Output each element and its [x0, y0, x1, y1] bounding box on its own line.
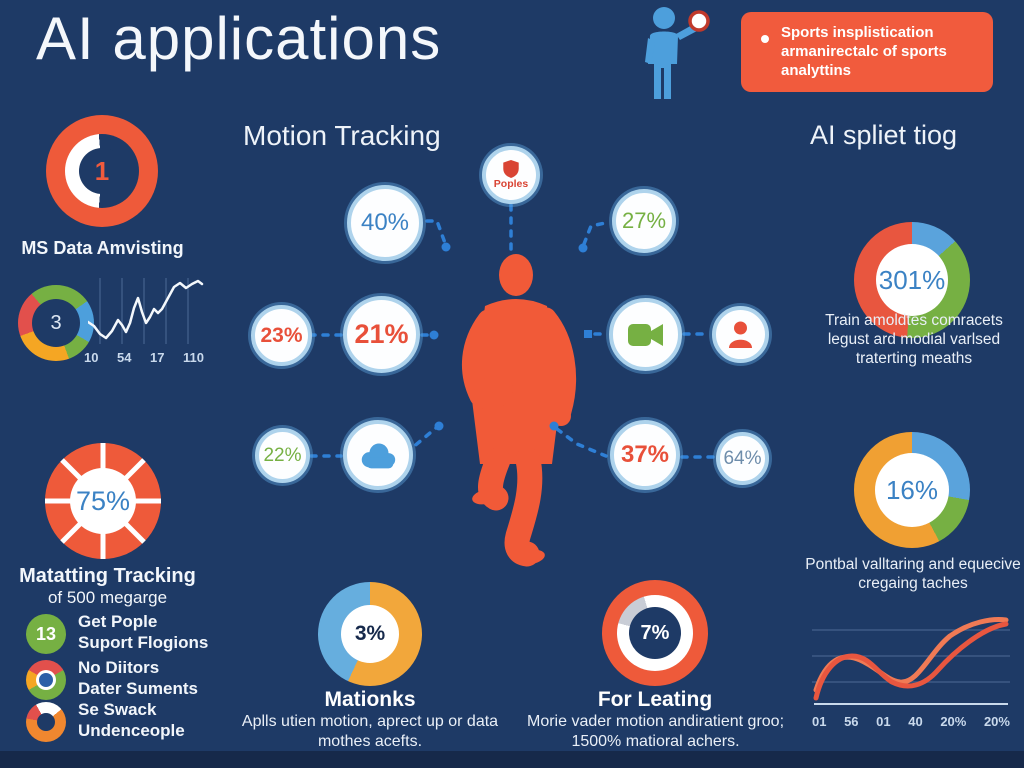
node-64-percent: 64%: [716, 432, 769, 485]
legend-badge-value: 13: [35, 623, 57, 644]
stat3-title: Mationks: [324, 688, 416, 711]
x-tick: 01: [812, 714, 827, 729]
node-23-percent: 23%: [251, 305, 312, 366]
x-tick: 20%: [983, 714, 1010, 729]
x-tick: 40: [908, 714, 923, 729]
x-tick: 54: [117, 350, 132, 365]
right-line-chart-xaxis: 01 56 01 40 20% 20%: [812, 714, 1010, 729]
node-value: 27%: [621, 208, 667, 233]
shield-icon: [503, 160, 519, 178]
stat3-desc: Aplls utien motion, aprect up or data mo…: [241, 713, 499, 750]
node-label: Poples: [493, 178, 529, 190]
bottom-strip: [0, 751, 1024, 768]
donut-chart-3: 3%: [318, 582, 422, 686]
donut-chart-stat1: 1: [46, 115, 158, 227]
legend-item-1: Get Pople Suport Flogions: [78, 612, 208, 653]
callout-box: Sports insplistication armanirectalc of …: [741, 12, 993, 93]
donut-chart-16: 16%: [854, 432, 970, 548]
stat7-title: For Leating: [597, 688, 713, 711]
bullet-dot-icon: [761, 35, 769, 43]
node-21-percent: 21%: [343, 296, 420, 373]
stat75-title: Matatting Tracking: [19, 565, 196, 587]
runner-silhouette: [461, 254, 577, 567]
node-poples-shield: Poples: [482, 146, 540, 204]
stat16-desc: Pontbal valltaring and equecive cregaing…: [805, 556, 1021, 592]
x-tick: 10: [84, 350, 99, 365]
node-value: 22%: [263, 444, 302, 466]
legend-line: Get Pople: [78, 612, 158, 631]
node-22-percent: 22%: [255, 428, 310, 483]
stat1-label: MS Data Amvisting: [21, 238, 184, 258]
stat301-desc: Train amoldtes comracets legust ard modi…: [825, 312, 1003, 367]
x-tick: 01: [876, 714, 891, 729]
left-line-chart: [88, 278, 204, 344]
node-value: 40%: [360, 209, 410, 236]
mini-donut-value: 3: [50, 311, 62, 334]
donut-chart-mini: 3: [18, 285, 94, 361]
legend-line: Undenceople: [78, 720, 185, 740]
donut-chart-75: [45, 443, 161, 559]
node-37-percent: 37%: [610, 420, 680, 490]
x-tick: 56: [844, 714, 859, 729]
stat7-value: 7%: [640, 621, 670, 644]
legend-item-2: No Diitors Dater Suments: [78, 658, 198, 699]
motion-tracking-heading: Motion Tracking: [243, 120, 441, 151]
browser-pie-icon: [26, 660, 66, 700]
donut-chart-7: 7%: [602, 580, 708, 686]
legend-line: Se Swack: [78, 700, 157, 719]
node-40-percent: 40%: [347, 185, 423, 261]
node-value: 21%: [354, 319, 409, 349]
x-tick: 20%: [940, 714, 967, 729]
stat7-desc: Morie vader motion andiratient groo; 150…: [526, 713, 785, 750]
person-icon: [729, 321, 752, 348]
callout-text: Sports insplistication armanirectalc of …: [781, 24, 947, 79]
node-value: 64%: [723, 447, 762, 469]
x-tick: 110: [183, 350, 204, 365]
stat75-subtitle: of 500 megarge: [47, 588, 168, 607]
stat16-value: 16%: [885, 474, 939, 505]
legend-line: No Diitors: [78, 658, 160, 677]
right-line-chart: [812, 617, 1010, 705]
legend-item-3: Se Swack Undenceople: [78, 700, 185, 741]
orange-donut-icon: [26, 702, 66, 742]
stat301-value: 301%: [878, 264, 946, 295]
node-cloud: [343, 420, 413, 490]
legend-line: Dater Suments: [78, 678, 198, 698]
page-title: AI applications: [36, 5, 442, 72]
green-badge-icon: 13: [26, 614, 66, 654]
node-video-camera: [609, 298, 682, 371]
cloud-icon: [361, 443, 396, 469]
stat75-value: 75%: [75, 485, 131, 516]
stat1-value: 1: [94, 155, 110, 186]
video-camera-icon: [627, 323, 663, 346]
node-27-percent: 27%: [612, 189, 676, 253]
legend-line: Suport Flogions: [78, 632, 209, 652]
ai-split-heading: AI spliet tiog: [810, 120, 958, 150]
node-person: [712, 306, 769, 363]
stat3-value: 3%: [354, 622, 386, 645]
donut-chart-301: 301%: [854, 222, 970, 338]
node-value: 37%: [620, 441, 670, 468]
x-tick: 17: [150, 350, 165, 365]
person-holding-ball-icon: [645, 7, 710, 99]
node-value: 23%: [260, 323, 303, 347]
left-line-chart-xaxis: 10 54 17 110: [84, 350, 204, 365]
